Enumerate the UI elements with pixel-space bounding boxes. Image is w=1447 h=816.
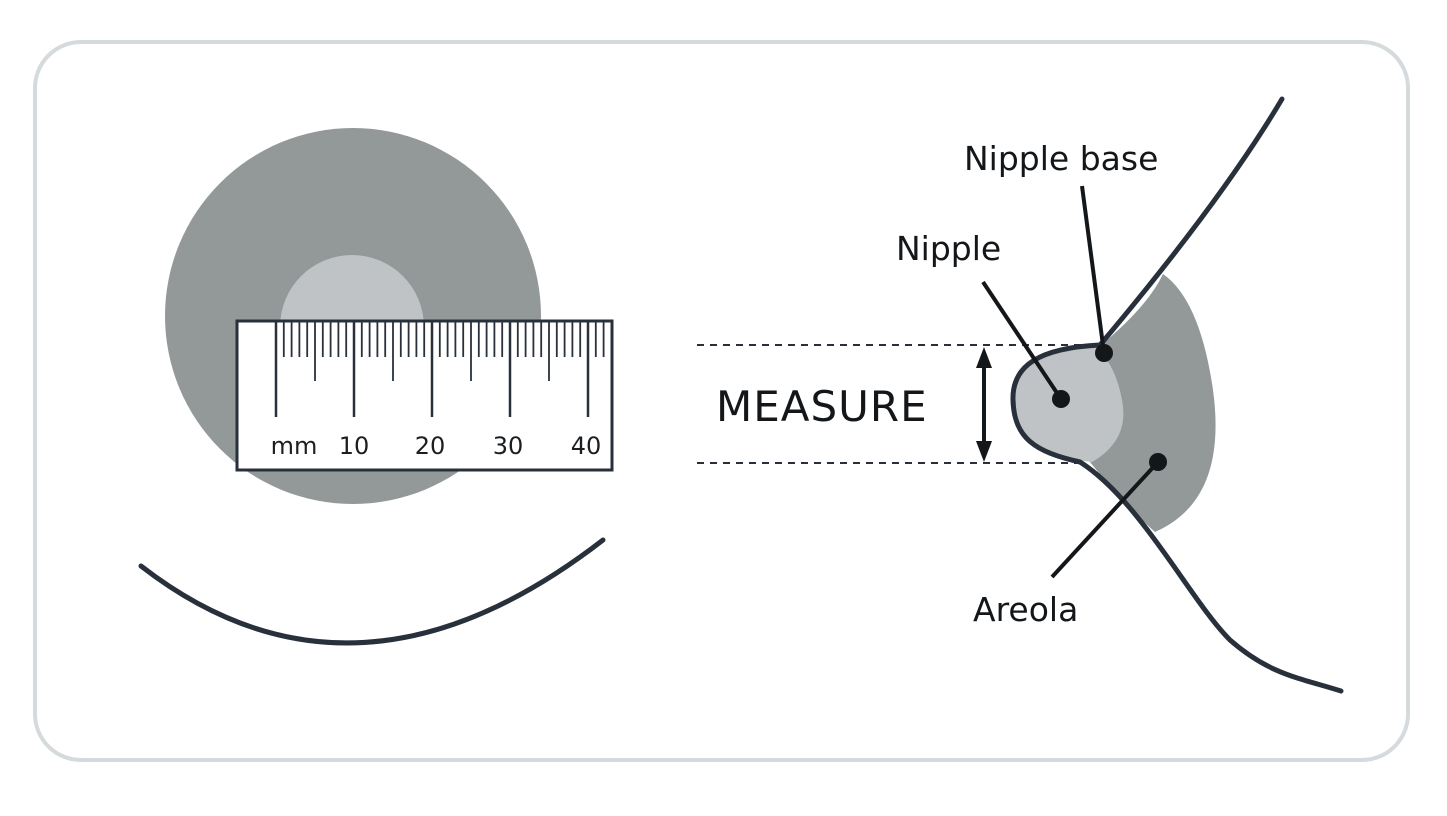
ruler-tick-label-30: 30 [493, 432, 524, 460]
measure-arrowhead-down [976, 441, 992, 462]
nipple-base-leader [1080, 185, 1106, 354]
areola-label: Areola [973, 590, 1078, 629]
ruler-unit-label: mm [271, 432, 318, 460]
areola-side [1090, 274, 1216, 532]
ruler-tick-label-20: 20 [415, 432, 446, 460]
front-view: mm 10 20 30 40 [138, 128, 614, 646]
measure-arrowhead-up [976, 347, 992, 368]
ruler: mm 10 20 30 40 [235, 319, 614, 472]
areola-dot [1149, 453, 1167, 471]
ruler-tick-label-40: 40 [571, 432, 602, 460]
ruler-ticks [274, 321, 605, 417]
breast-contour-front [138, 537, 606, 646]
nipple-base-dot [1095, 344, 1113, 362]
measure-label: MEASURE [716, 382, 928, 431]
nipple-label: Nipple [896, 229, 1001, 268]
nipple-leader [981, 280, 1063, 401]
nipple-dot [1052, 390, 1070, 408]
side-view: MEASURE Nipple base Nipple Areola [697, 96, 1344, 694]
nipple-base-label: Nipple base [964, 139, 1158, 178]
ruler-tick-label-10: 10 [339, 432, 370, 460]
breast-contour-side [1010, 96, 1344, 694]
areola-leader [1050, 460, 1160, 579]
